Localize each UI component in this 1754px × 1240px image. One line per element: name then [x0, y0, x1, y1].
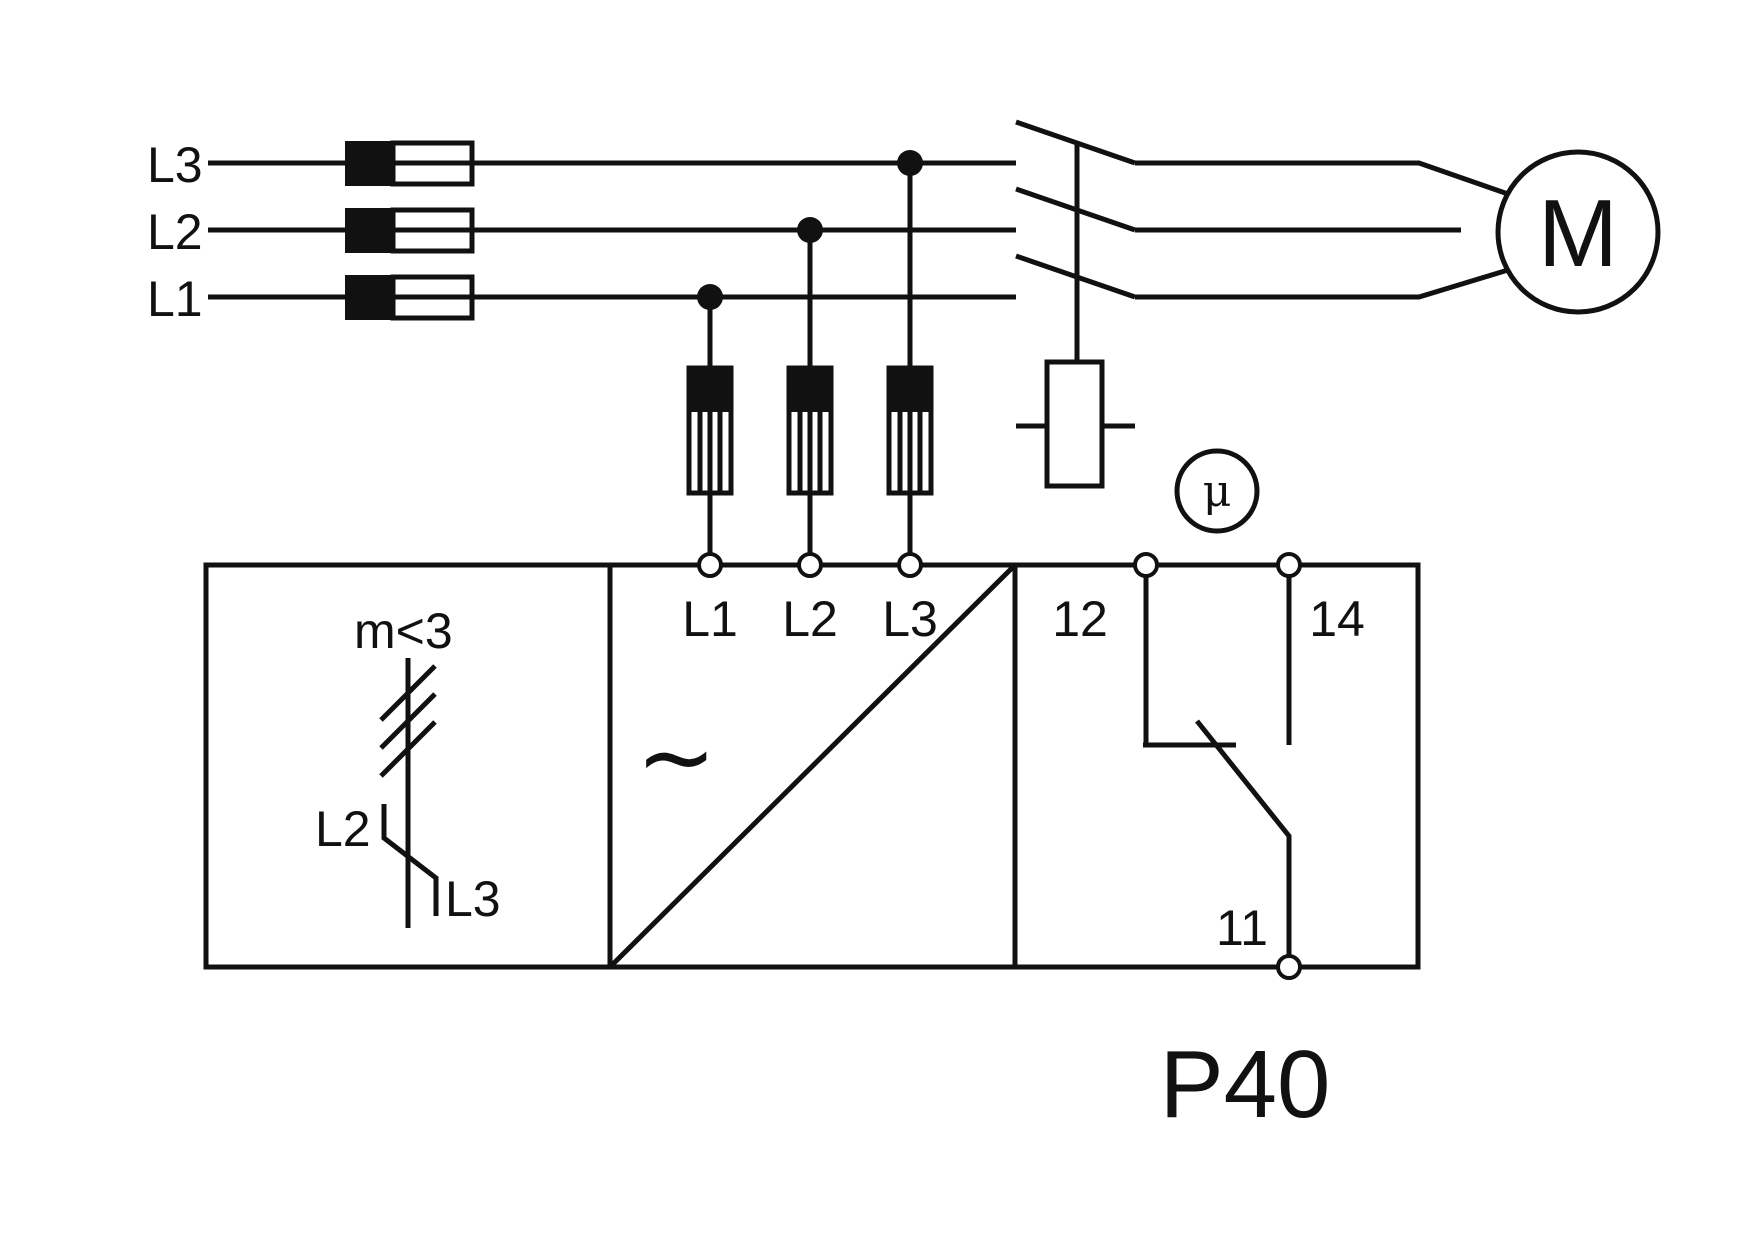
supply-label-l1: L1 — [147, 271, 203, 327]
contactor-contacts — [1015, 119, 1136, 362]
terminal-11 — [1276, 954, 1302, 980]
terminal-12 — [1133, 552, 1159, 578]
supply-label-l3: L3 — [147, 137, 203, 193]
main-fuse-l3 — [345, 140, 475, 187]
phase-sequence-label-l3: L3 — [445, 871, 501, 927]
input-terminal-label-l1: L1 — [682, 591, 738, 647]
main-fuse-l2 — [345, 207, 475, 254]
motor-feed-l3 — [1135, 160, 1509, 197]
indicator-mu-icon: μ — [1174, 448, 1260, 534]
branch-fuse-l1 — [686, 365, 734, 496]
input-terminal-label-l3: L3 — [882, 591, 938, 647]
phase-condition-label: m<3 — [354, 603, 453, 659]
converter-symbol: ~ L1 L2 L3 — [610, 565, 1015, 967]
branch-fuse-l3 — [886, 365, 934, 496]
terminal-l1 — [697, 552, 723, 578]
contact-terminal-label-11: 11 — [1216, 900, 1268, 956]
terminal-l3 — [897, 552, 923, 578]
phase-monitor-symbol: m<3 L2 L3 — [315, 603, 501, 928]
indicator-symbol: μ — [1203, 466, 1232, 517]
phase-sequence-label-l2: L2 — [315, 801, 371, 857]
contactor-coil — [1016, 359, 1135, 489]
branch-fuse-l2 — [786, 365, 834, 496]
contact-terminal-label-12: 12 — [1052, 591, 1108, 647]
terminal-14 — [1276, 552, 1302, 578]
main-fuse-l1 — [345, 274, 475, 321]
motor-label: M — [1538, 180, 1618, 287]
model-label: P40 — [1160, 1031, 1331, 1138]
input-terminal-label-l2: L2 — [782, 591, 838, 647]
converter-tilde: ~ — [636, 701, 716, 813]
supply-label-l2: L2 — [147, 204, 203, 260]
terminal-l2 — [797, 552, 823, 578]
motor: M — [1495, 149, 1661, 315]
output-contacts: 12 14 11 — [1052, 565, 1365, 967]
motor-feed-l1 — [1135, 267, 1509, 300]
contact-terminal-label-14: 14 — [1309, 591, 1365, 647]
